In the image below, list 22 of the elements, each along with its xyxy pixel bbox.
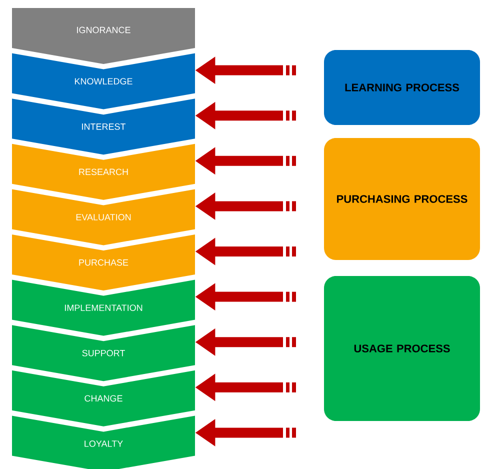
chevron-step: INTEREST <box>12 98 195 155</box>
process-box: PURCHASING PROCESS <box>324 138 480 260</box>
chevron-step: SUPPORT <box>12 325 195 382</box>
chevron-step: EVALUATION <box>12 189 195 246</box>
node-label: KNOWLEDGE <box>74 78 132 84</box>
node-label: SUPPORT <box>82 350 125 356</box>
chevron-step: IMPLEMENTATION <box>12 280 195 336</box>
process-box: USAGE PROCESS <box>324 276 480 421</box>
chevron-step: RESEARCH <box>12 144 195 200</box>
node-label: LOYALTY <box>84 440 123 447</box>
chevron-step: IGNORANCE <box>12 8 195 64</box>
chevron-step: PURCHASE <box>12 234 195 290</box>
chevron-step: LOYALTY <box>12 416 195 469</box>
node-label: EVALUATION <box>76 214 131 220</box>
chevron-step: CHANGE <box>12 370 195 426</box>
node-label: INTEREST <box>82 123 126 130</box>
node-label: CHANGE <box>84 395 122 402</box>
node-label: PURCHASE <box>79 259 128 266</box>
chevron-step: KNOWLEDGE <box>12 53 195 110</box>
node-label: RESEARCH <box>79 168 128 176</box>
process-box: LEARNING PROCESS <box>324 50 480 125</box>
node-label: IMPLEMENTATION <box>64 304 142 311</box>
